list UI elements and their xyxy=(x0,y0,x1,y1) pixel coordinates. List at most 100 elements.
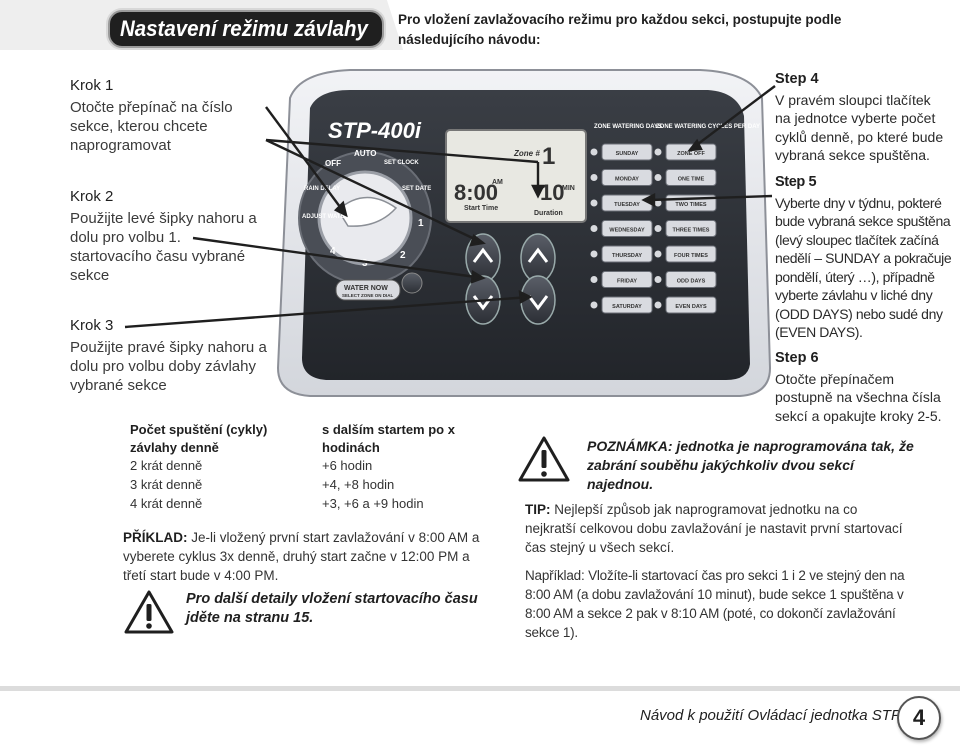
day-button-label: SUNDAY xyxy=(616,151,639,157)
day-indicator-icon xyxy=(590,148,598,156)
dial-label-adjust-water: ADJUST WATER xyxy=(302,214,350,220)
title-badge xyxy=(108,10,384,48)
step-3: Krok 3 Použijte pravé šipky nahoru a dol… xyxy=(70,316,270,395)
cycle-button-label: FOUR TIMES xyxy=(674,253,708,259)
step-4-text: V pravém sloupci tlačítek na jednotce vy… xyxy=(775,91,944,164)
tip-text: Nejlepší způsob jak naprogramovat jednot… xyxy=(525,502,903,555)
footer-title: Návod k použití Ovládací jednotka STPi xyxy=(640,707,905,724)
step-5-text: Vyberte dny v týdnu, pokteré bude vybran… xyxy=(775,194,952,341)
cycle-button-label: ZONE OFF xyxy=(677,151,705,157)
day-button-friday[interactable] xyxy=(601,271,653,288)
cycle-indicator-icon xyxy=(654,174,662,181)
step-6: Step 6 Otočte přepínačem postupně na vše… xyxy=(775,349,947,425)
table-row: 3 krát denně xyxy=(130,477,203,492)
dial-label-set-date: SET DATE xyxy=(402,186,431,192)
step-1-title: Krok 1 xyxy=(70,77,114,94)
intro-text: Pro vložení zavlažovacího režimu pro kaž… xyxy=(398,12,842,47)
step-4: Step 4 V pravém sloupci tlačítek na jedn… xyxy=(775,70,945,165)
start-time-up-button[interactable] xyxy=(465,233,501,283)
note-see-page: Pro další detaily vložení startovacího č… xyxy=(186,591,478,626)
lcd-duration-label: Duration xyxy=(534,210,563,217)
tip-example-paragraph: Například: Vložíte-li startovací čas pro… xyxy=(525,568,905,640)
cycle-button-four-times[interactable] xyxy=(665,245,717,263)
day-indicator-icon xyxy=(590,250,598,258)
duration-up-button[interactable] xyxy=(520,233,556,283)
cycle-button-odd-days[interactable] xyxy=(665,271,717,288)
lcd-am: AM xyxy=(492,179,503,186)
dial-zone-3: 3 xyxy=(362,258,368,269)
zone-watering-days-header: ZONE WATERING DAYS xyxy=(594,124,662,130)
dial-label-auto: AUTO xyxy=(354,149,377,158)
model-name: STP-400i xyxy=(328,118,422,143)
day-button-label: WEDNESDAY xyxy=(609,228,645,234)
cycles-table-header-count: Počet spuštění (cykly) závlahy denně xyxy=(130,422,268,455)
step-4-title: Step 4 xyxy=(775,71,819,87)
table-row: +4, +8 hodin xyxy=(322,477,395,492)
cycle-button-label: TWO TIMES xyxy=(675,202,706,208)
lcd-zone-label: Zone # xyxy=(513,149,540,158)
cycle-button-label: ODD DAYS xyxy=(677,279,706,285)
tip-paragraph: TIP: Nejlepší způsob jak naprogramovat j… xyxy=(525,500,905,557)
step-5: Step 5 Vyberte dny v týdnu, pokteré bude… xyxy=(775,173,953,342)
dial-label-off: OFF xyxy=(325,159,341,168)
day-buttons: SUNDAYMONDAYTUESDAYWEDNESDAYTHURSDAYFRID… xyxy=(590,143,653,314)
day-button-wednesday[interactable] xyxy=(601,220,653,237)
example-text: Je-li vložený první start zavlažování v … xyxy=(123,530,480,583)
cycle-indicator-icon xyxy=(654,225,662,232)
dial-label-rain-delay: RAIN DELAY xyxy=(304,186,340,192)
cycle-button-label: ONE TIME xyxy=(678,177,705,183)
day-indicator-icon xyxy=(590,301,598,309)
cycle-indicator-icon xyxy=(654,199,662,207)
step-1: Krok 1 Otočte přepínač na číslo sekce, k… xyxy=(70,76,270,155)
step-2-title: Krok 2 xyxy=(70,188,114,205)
warning-icon xyxy=(124,590,174,634)
day-button-monday[interactable] xyxy=(601,169,653,186)
cycles-table-header-offset: s dalším startem po x hodinách xyxy=(322,422,455,455)
cycle-buttons: ZONE OFF ONE TIME TWO TIMES THREE TIMES FOUR… xyxy=(654,143,717,314)
step-1-text: Otočte přepínač na číslo sekce, kterou c… xyxy=(70,99,233,154)
table-row: 2 krát denně xyxy=(130,458,203,473)
water-now-label: WATER NOW xyxy=(344,285,388,292)
dial-label-set-clock: SET CLOCK xyxy=(384,160,419,166)
lcd-duration-value: 10 xyxy=(540,180,564,205)
step-3-title: Krok 3 xyxy=(70,317,114,334)
dial-zone-1: 1 xyxy=(418,218,424,229)
start-time-down-button[interactable] xyxy=(465,275,501,325)
example-label: PŘÍKLAD: xyxy=(123,530,188,545)
cycle-indicator-icon xyxy=(654,276,662,283)
water-now-button[interactable] xyxy=(401,272,423,294)
step-6-text: Otočte přepínačem postupně na všechna čí… xyxy=(775,370,942,424)
day-button-sunday[interactable] xyxy=(601,143,653,161)
warning-icon xyxy=(518,436,570,482)
day-indicator-icon xyxy=(590,174,598,181)
table-row: +3, +6 a +9 hodin xyxy=(322,496,424,511)
cycle-indicator-icon xyxy=(654,250,662,258)
step-5-title: Step 5 xyxy=(775,174,817,190)
dial-zone-2: 2 xyxy=(400,250,406,261)
cycle-indicator-icon xyxy=(654,301,662,309)
day-indicator-icon xyxy=(590,225,598,232)
table-row: 4 krát denně xyxy=(130,496,203,511)
cycle-button-even-days[interactable] xyxy=(665,296,717,314)
note-zone-overlap: POZNÁMKA: jednotka je naprogramována tak… xyxy=(587,438,914,492)
day-button-thursday[interactable] xyxy=(601,245,653,263)
cycle-button-one-time[interactable] xyxy=(665,169,717,186)
day-button-saturday[interactable] xyxy=(601,296,653,314)
tip-label: TIP: xyxy=(525,502,551,517)
step-2: Krok 2 Použijte levé šipky nahoru a dolu… xyxy=(70,187,260,285)
lcd-duration-unit: MIN xyxy=(562,185,575,192)
step-2-text: Použijte levé šipky nahoru a dolu pro vo… xyxy=(70,210,257,284)
day-button-label: SATURDAY xyxy=(612,304,642,310)
day-button-label: TUESDAY xyxy=(614,202,640,208)
lcd-start-time-label: Start Time xyxy=(464,205,498,212)
zone-watering-cycles-header: ZONE WATERING CYCLES PER DAY xyxy=(656,124,760,130)
cycle-button-label: THREE TIMES xyxy=(673,228,710,234)
day-button-label: MONDAY xyxy=(615,177,639,183)
duration-down-button[interactable] xyxy=(520,275,556,325)
cycle-button-three-times[interactable] xyxy=(665,220,717,237)
cycle-button-label: EVEN DAYS xyxy=(675,304,707,310)
day-indicator-icon xyxy=(590,199,598,207)
step-3-text: Použijte pravé šipky nahoru a dolu pro v… xyxy=(70,339,267,394)
table-row: +6 hodin xyxy=(322,458,373,473)
cycle-indicator-icon xyxy=(654,148,662,156)
